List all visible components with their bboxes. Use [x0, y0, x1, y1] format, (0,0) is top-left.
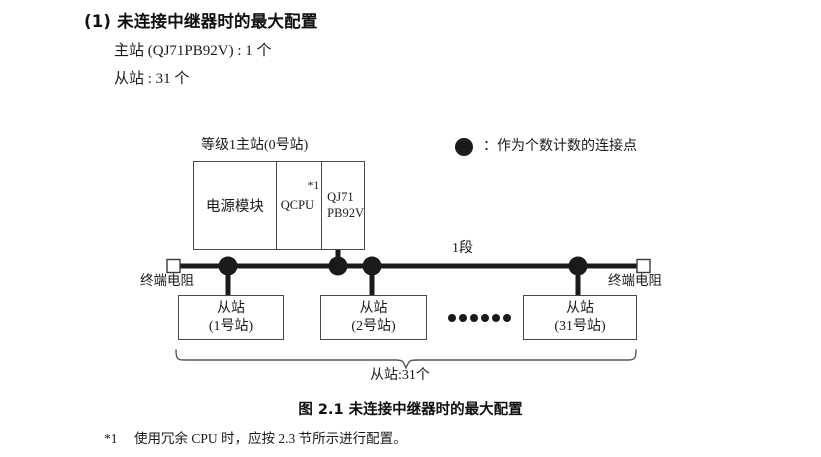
section-number: (1) — [84, 12, 112, 31]
rack-title-label: 等级1主站(0号站) — [201, 138, 309, 153]
terminator-right-label: 终端电阻 — [608, 273, 662, 288]
figure-caption: 图 2.1 未连接中继器时的最大配置 — [298, 402, 523, 418]
slave-title-1: 从站 — [217, 301, 245, 316]
slaves-brace — [175, 349, 637, 370]
cpu-footnote-marker: *1 — [307, 180, 320, 192]
cpu-module-slot: QCPU *1 — [277, 162, 323, 249]
footnote-text: 使用冗余 CPU 时，应按 2.3 节所示进行配置。 — [134, 431, 407, 446]
slave-station-box-2: 从站 (2号站) — [320, 295, 427, 340]
power-module-label: 电源模块 — [205, 199, 264, 215]
footnote-marker: *1 — [104, 431, 118, 446]
connection-point-dot-slave-31 — [568, 256, 588, 276]
terminator-left-label: 终端电阻 — [140, 273, 194, 288]
slave-station-box-31: 从站 (31号站) — [523, 295, 637, 340]
legend-label: ：作为个数计数的连接点 — [483, 139, 637, 154]
master-module-label-line1: QJ71 — [327, 190, 354, 205]
page-title: (1) 未连接中继器时的最大配置 — [84, 8, 644, 32]
master-module-label: QJ71 PB92V — [327, 190, 364, 221]
master-module-label-line2: PB92V — [327, 205, 364, 220]
master-rack: 电源模块 QCPU *1 QJ71 PB92V — [193, 161, 365, 250]
connection-point-dot-master — [328, 256, 348, 276]
section-heading-text: 未连接中继器时的最大配置 — [117, 12, 318, 31]
slave-station-box-1: 从站 (1号站) — [178, 295, 284, 340]
spec-line-slave: 从站 : 31 个 — [114, 71, 190, 87]
slave-station-1: (1号站) — [208, 318, 254, 334]
power-module-slot: 电源模块 — [194, 162, 277, 249]
ellipsis-dots — [448, 314, 511, 322]
terminator-left-icon — [166, 258, 181, 274]
slave-title-31: 从站 — [566, 301, 594, 316]
slave-station-31: (31号站) — [554, 318, 606, 334]
footnote: *1 使用冗余 CPU 时，应按 2.3 节所示进行配置。 — [104, 427, 407, 447]
connection-point-dot-slave-2 — [362, 256, 382, 276]
legend-bullet-icon — [455, 138, 473, 156]
terminator-right-icon — [636, 258, 651, 274]
section-block: (1) 未连接中继器时的最大配置 主站 (QJ71PB92V) : 1 个 从站… — [84, 8, 644, 88]
cpu-module-label: QCPU — [280, 198, 315, 212]
segment-count-label: 1段 — [452, 241, 473, 256]
master-module-slot: QJ71 PB92V — [322, 162, 364, 249]
slave-station-2: (2号站) — [351, 318, 396, 334]
slaves-brace-label: 从站:31个 — [370, 368, 430, 383]
connection-point-dot-slave-1 — [218, 256, 238, 276]
slave-title-2: 从站 — [359, 301, 388, 316]
spec-line-master: 主站 (QJ71PB92V) : 1 个 — [114, 43, 272, 59]
